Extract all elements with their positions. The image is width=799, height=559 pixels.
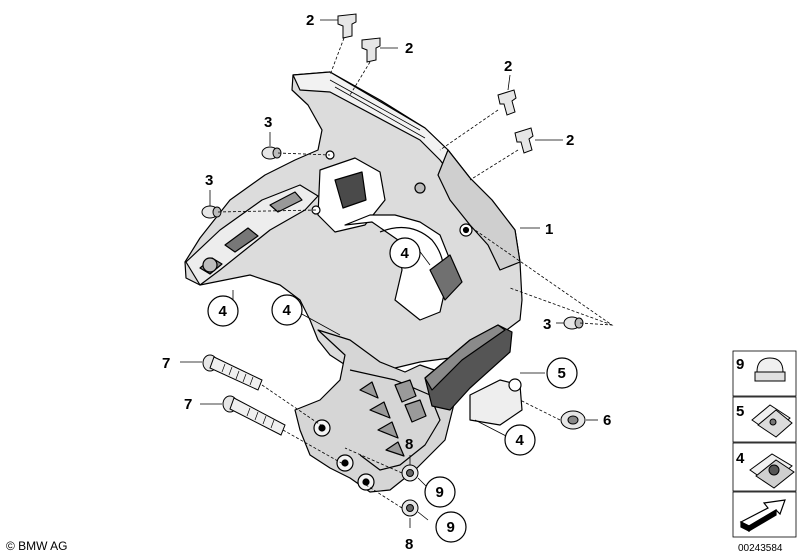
- callout-2-right: 2: [504, 58, 512, 75]
- arrow-icon: [739, 499, 786, 533]
- callout-7-upper: 7: [162, 355, 170, 372]
- callout-2-second: 2: [405, 40, 413, 57]
- callout-3-right: 3: [543, 316, 551, 333]
- screw-2-second: [361, 37, 381, 63]
- legend-label-4: 4: [736, 450, 745, 467]
- bracket-part-1: [184, 71, 523, 493]
- callout-circle-9-upper: [424, 476, 456, 508]
- callout-circle-9-lower: [435, 511, 467, 543]
- plug-3-right: [563, 316, 584, 330]
- callout-4-middle: 4: [283, 302, 292, 319]
- callout-4-center: 4: [401, 245, 410, 262]
- callout-8-lower: 8: [405, 536, 413, 553]
- clip-nut-icon: [749, 453, 795, 489]
- screw-2-right: [497, 89, 517, 116]
- grommet-6: [560, 410, 586, 430]
- callout-7-lower: 7: [184, 396, 192, 413]
- callout-2-top: 2: [306, 12, 314, 29]
- bolt-7-lower: [222, 395, 286, 436]
- legend-label-9: 9: [736, 356, 744, 373]
- callout-5: 5: [558, 365, 566, 382]
- legend-box-5: [732, 396, 797, 443]
- callout-9-upper: 9: [436, 484, 444, 501]
- callout-1: 1: [545, 221, 553, 238]
- callout-6: 6: [603, 412, 611, 429]
- screw-2-far-right: [514, 127, 534, 154]
- diagram-number: 00243584: [738, 543, 783, 554]
- cap-nut-icon: [754, 357, 786, 382]
- callout-9-lower: 9: [447, 519, 455, 536]
- leader-lines: [180, 19, 614, 528]
- callout-8-upper: 8: [405, 436, 413, 453]
- small-parts: [201, 13, 586, 517]
- legend-label-5: 5: [736, 403, 744, 420]
- callout-circle-5: [546, 357, 578, 389]
- bushing-8-upper: [401, 464, 419, 482]
- callout-3-left: 3: [205, 172, 213, 189]
- callout-4-bottom: 4: [516, 432, 525, 449]
- callout-2-far-right: 2: [566, 132, 574, 149]
- callout-circle-4-middle: [271, 294, 303, 326]
- callout-4-left: 4: [219, 303, 228, 320]
- speed-nut-icon: [751, 404, 793, 438]
- callout-circle-4-left: [207, 295, 239, 327]
- callout-circle-4-bottom: [504, 424, 536, 456]
- bushing-8-lower: [401, 499, 419, 517]
- callout-circle-4-center: [389, 237, 421, 269]
- callouts: 2 2 2 2 3 3 3 1 4 4 4 4 5 6 7 7 8 8 9 9: [162, 12, 611, 553]
- legend: 9 5 4: [732, 350, 797, 538]
- callout-3-top: 3: [264, 114, 272, 131]
- copyright-text: © BMW AG: [6, 539, 68, 553]
- screw-2-top: [337, 13, 357, 39]
- bolt-7-upper: [202, 354, 263, 391]
